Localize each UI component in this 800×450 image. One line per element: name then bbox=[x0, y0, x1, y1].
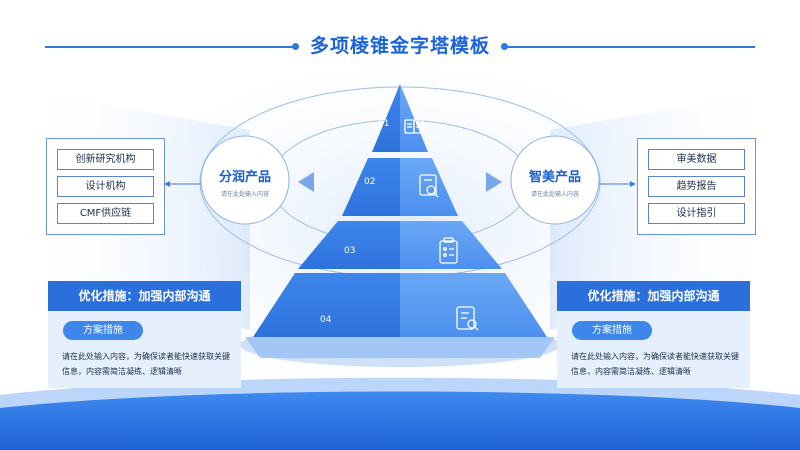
right-pointer-arrow bbox=[486, 172, 502, 192]
left-panel-heading: 优化措施：加强内部沟通 bbox=[48, 281, 241, 311]
left-panel-text: 请在此处输入内容，为确保读者能快速获取关键信息，内容需简洁凝练、逻辑清晰 bbox=[62, 352, 230, 376]
right-panel-heading: 优化措施：加强内部沟通 bbox=[557, 281, 750, 311]
book-icon bbox=[404, 119, 424, 134]
right-plan-pill: 方案措施 bbox=[572, 321, 652, 340]
right-output-box: 审美数据 趋势报告 设计指引 bbox=[637, 138, 756, 235]
right-item-1: 审美数据 bbox=[648, 149, 745, 170]
left-measures-panel: 优化措施：加强内部沟通 方案措施 请在此处输入内容，为确保读者能快速获取关键信息… bbox=[48, 281, 241, 388]
left-connector-head bbox=[164, 181, 170, 187]
left-plan-pill: 方案措施 bbox=[63, 321, 143, 340]
left-circle-title: 分润产品 bbox=[218, 170, 271, 185]
left-circle bbox=[200, 135, 290, 225]
pyramid-base-step bbox=[245, 337, 555, 358]
checklist-icon bbox=[439, 237, 458, 264]
layer-number-02: 02 bbox=[364, 177, 376, 187]
page-title: 多项棱锥金字塔模板 bbox=[309, 35, 490, 57]
title-bar: 多项棱锥金字塔模板 bbox=[0, 30, 800, 62]
right-panel-text: 请在此处输入内容，为确保读者能快速获取关键信息，内容需简洁凝练、逻辑清晰 bbox=[571, 352, 739, 376]
title-dot-right bbox=[501, 43, 508, 50]
right-circle bbox=[510, 135, 600, 225]
left-pointer-arrow bbox=[298, 172, 314, 192]
right-circle-subtitle: 请在此处输入内容 bbox=[530, 191, 579, 198]
left-item-2: 设计机构 bbox=[57, 176, 154, 197]
title-rule-right bbox=[505, 46, 755, 48]
bottom-wave bbox=[0, 391, 800, 450]
layer-number-03: 03 bbox=[344, 246, 356, 256]
left-panel-body: 方案措施 请在此处输入内容，为确保读者能快速获取关键信息，内容需简洁凝练、逻辑清… bbox=[48, 311, 241, 388]
right-connector-head bbox=[630, 181, 636, 187]
right-circle-title: 智美产品 bbox=[528, 170, 581, 185]
left-circle-subtitle: 请在此处输入内容 bbox=[220, 191, 269, 198]
pyramid-layer-03 bbox=[298, 221, 502, 269]
left-circle-label: 分润产品 请在此处输入内容 bbox=[205, 166, 285, 198]
pyramid-layer-04 bbox=[253, 273, 547, 337]
right-item-2: 趋势报告 bbox=[648, 176, 745, 197]
right-circle-label: 智美产品 请在此处输入内容 bbox=[515, 166, 595, 198]
layer-number-01: 01 bbox=[378, 119, 390, 129]
title-rule-left bbox=[45, 46, 295, 48]
right-item-3: 设计指引 bbox=[648, 203, 745, 224]
pyramid-layer-01 bbox=[372, 84, 428, 152]
title-dot-left bbox=[292, 43, 299, 50]
left-source-box: 创新研究机构 设计机构 CMF供应链 bbox=[46, 138, 165, 235]
left-item-3: CMF供应链 bbox=[57, 203, 154, 224]
layer-number-04: 04 bbox=[320, 315, 332, 325]
right-measures-panel: 优化措施：加强内部沟通 方案措施 请在此处输入内容，为确保读者能快速获取关键信息… bbox=[557, 281, 750, 388]
document-search-icon bbox=[419, 174, 439, 198]
left-item-1: 创新研究机构 bbox=[57, 149, 154, 170]
right-panel-body: 方案措施 请在此处输入内容，为确保读者能快速获取关键信息，内容需简洁凝练、逻辑清… bbox=[557, 311, 750, 388]
book-search-icon bbox=[456, 306, 479, 331]
